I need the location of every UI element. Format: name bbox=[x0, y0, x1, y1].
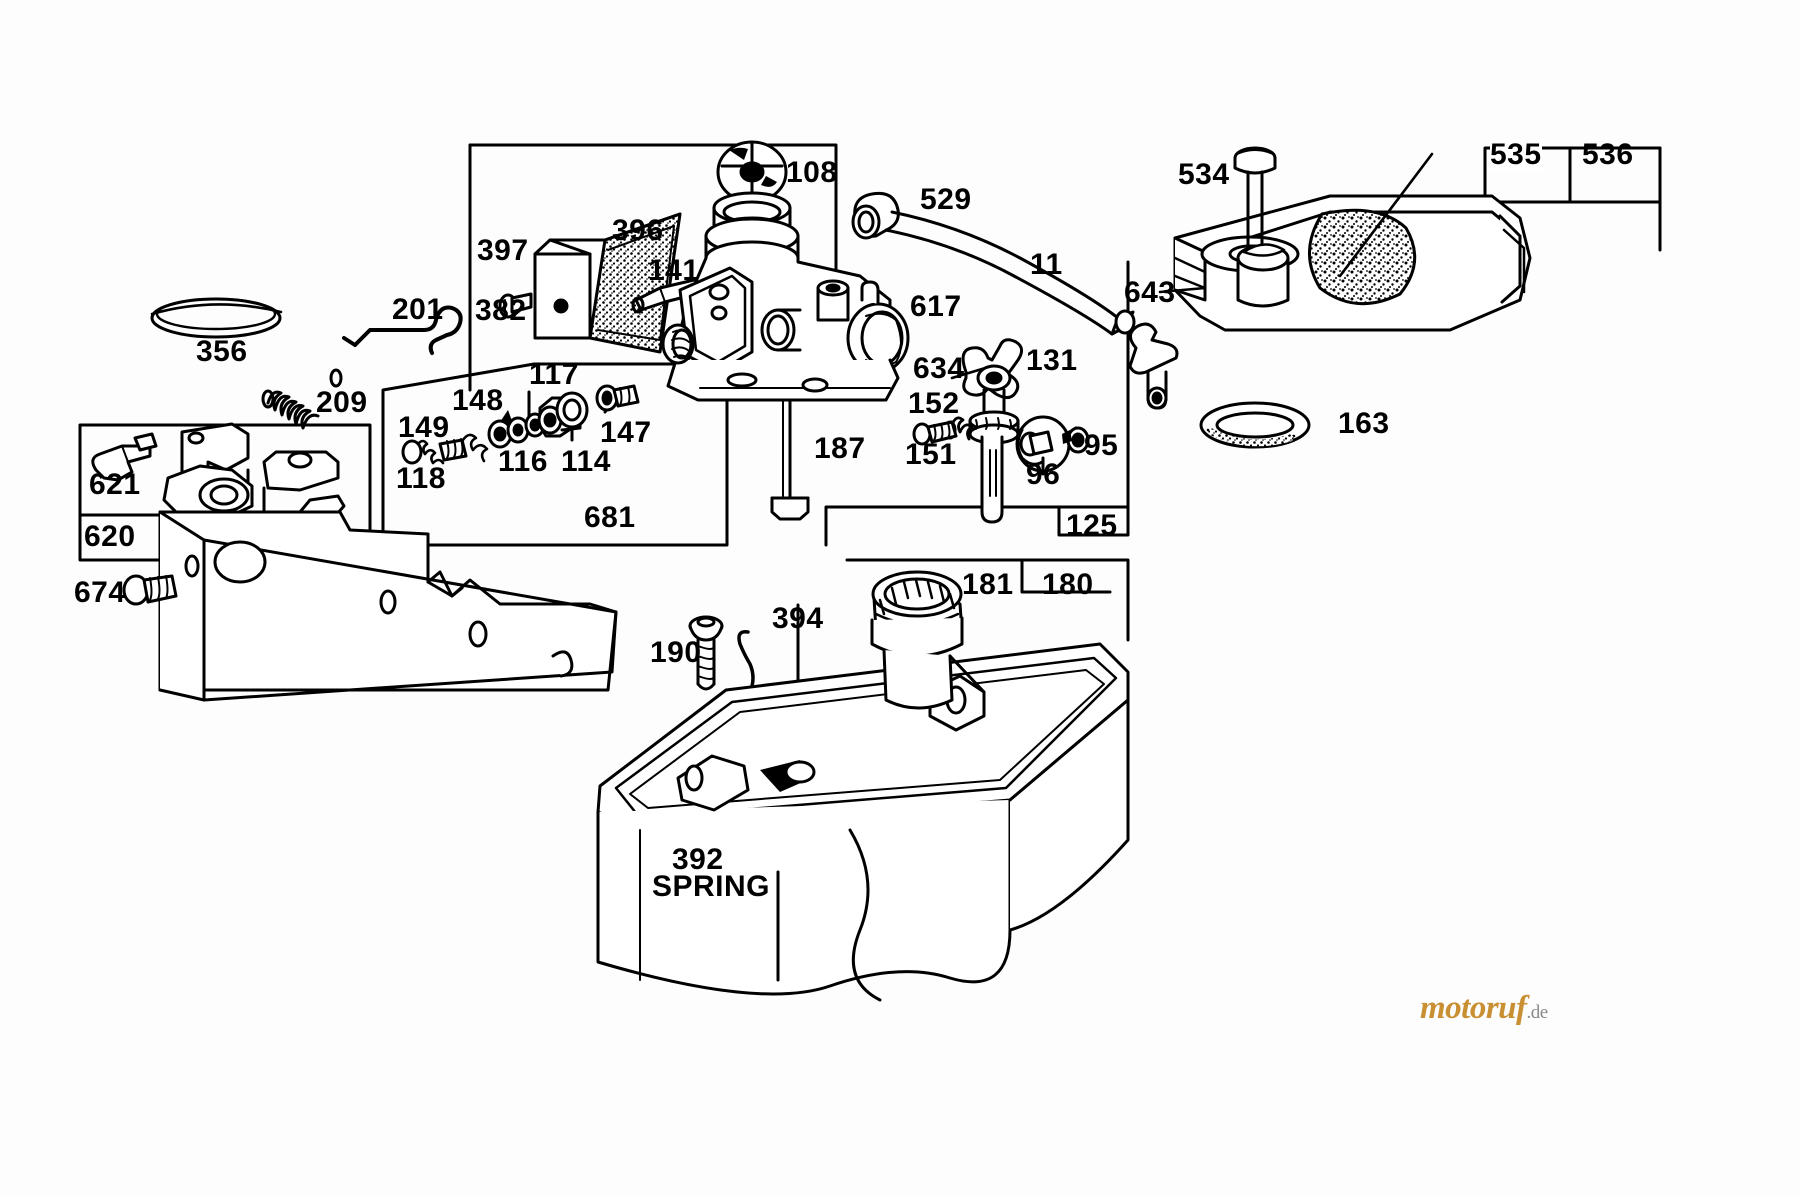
callout-180: 180 bbox=[1042, 568, 1094, 601]
callout-125: 125 bbox=[1066, 509, 1118, 542]
callout-96: 96 bbox=[1026, 458, 1061, 491]
part-621-clip bbox=[91, 432, 158, 482]
callout-621: 621 bbox=[89, 468, 141, 501]
callout-181: 181 bbox=[962, 568, 1014, 601]
part-209-spring bbox=[261, 368, 343, 430]
group-box-carburetor bbox=[468, 143, 838, 392]
watermark-suffix: .de bbox=[1526, 1002, 1549, 1023]
callout-534: 534 bbox=[1178, 158, 1230, 191]
part-634-needle-valve bbox=[950, 338, 1023, 524]
part-147-screw bbox=[595, 384, 640, 414]
callout-356: 356 bbox=[196, 335, 248, 368]
part-181-fuel-cap bbox=[870, 570, 986, 710]
callout-674: 674 bbox=[74, 576, 126, 609]
callout-190: 190 bbox=[650, 636, 702, 669]
callout-116: 116 bbox=[498, 445, 548, 478]
group-box-536 bbox=[1483, 146, 1662, 252]
part-118-screw bbox=[401, 438, 468, 465]
callout-392-spring-label: SPRING bbox=[652, 870, 771, 903]
callout-392: 392 bbox=[672, 843, 724, 876]
part-529-elbow bbox=[851, 191, 900, 240]
callout-148: 148 bbox=[452, 384, 504, 417]
callout-201: 201 bbox=[392, 293, 444, 326]
part-carburetor-body bbox=[661, 191, 910, 402]
callout-149: 149 bbox=[398, 411, 450, 444]
part-356-gasket bbox=[150, 297, 283, 339]
callout-681: 681 bbox=[584, 501, 636, 534]
callout-117: 117 bbox=[529, 358, 579, 391]
callout-187: 187 bbox=[814, 432, 866, 465]
part-149-spring bbox=[461, 433, 489, 463]
watermark-text: motoruf bbox=[1420, 990, 1527, 1026]
site-watermark: motoruf.de bbox=[1420, 990, 1548, 1027]
callout-147: 147 bbox=[600, 416, 652, 449]
part-131-lever bbox=[1128, 322, 1179, 410]
group-box-180 bbox=[845, 558, 1130, 642]
part-180-fuel-tank bbox=[596, 570, 1130, 1002]
callout-11: 11 bbox=[1030, 248, 1063, 281]
callout-643: 643 bbox=[1124, 276, 1176, 309]
part-620-bracket bbox=[158, 422, 618, 702]
part-201-link bbox=[342, 305, 463, 355]
part-674-screw bbox=[122, 574, 178, 606]
callout-114: 114 bbox=[561, 445, 611, 478]
part-187-bolt bbox=[770, 398, 810, 521]
group-box-125 bbox=[824, 260, 1130, 547]
callout-95: 95 bbox=[1084, 429, 1119, 462]
callout-394: 394 bbox=[772, 602, 824, 635]
callout-141: 141 bbox=[648, 254, 700, 287]
callout-108: 108 bbox=[786, 156, 838, 189]
part-95-screw bbox=[1062, 426, 1090, 454]
callout-397: 397 bbox=[477, 234, 529, 267]
part-96-disc bbox=[1015, 415, 1071, 476]
callout-620: 620 bbox=[84, 520, 136, 553]
part-151-screw bbox=[912, 420, 958, 446]
part-643-housing bbox=[1158, 146, 1532, 332]
callout-634: 634 bbox=[913, 352, 965, 385]
part-148-washers bbox=[487, 410, 546, 449]
callout-152: 152 bbox=[908, 387, 960, 420]
callout-617: 617 bbox=[910, 290, 962, 323]
callout-151: 151 bbox=[905, 438, 957, 471]
callout-163: 163 bbox=[1338, 407, 1390, 440]
part-382-screw bbox=[498, 292, 533, 319]
callout-382: 382 bbox=[475, 294, 527, 327]
part-11-tube bbox=[884, 210, 1136, 336]
callout-535: 535 bbox=[1490, 138, 1542, 171]
part-396-filter bbox=[588, 212, 682, 354]
callout-536: 536 bbox=[1582, 138, 1634, 171]
callout-396: 396 bbox=[612, 214, 664, 247]
part-114-washer bbox=[555, 391, 589, 442]
callout-131: 131 bbox=[1026, 344, 1078, 377]
callout-209: 209 bbox=[316, 386, 368, 419]
group-box-681 bbox=[381, 362, 729, 547]
part-163-gasket bbox=[1199, 401, 1311, 449]
callout-529: 529 bbox=[920, 183, 972, 216]
callout-118: 118 bbox=[396, 462, 446, 495]
part-190-screw bbox=[688, 615, 724, 691]
